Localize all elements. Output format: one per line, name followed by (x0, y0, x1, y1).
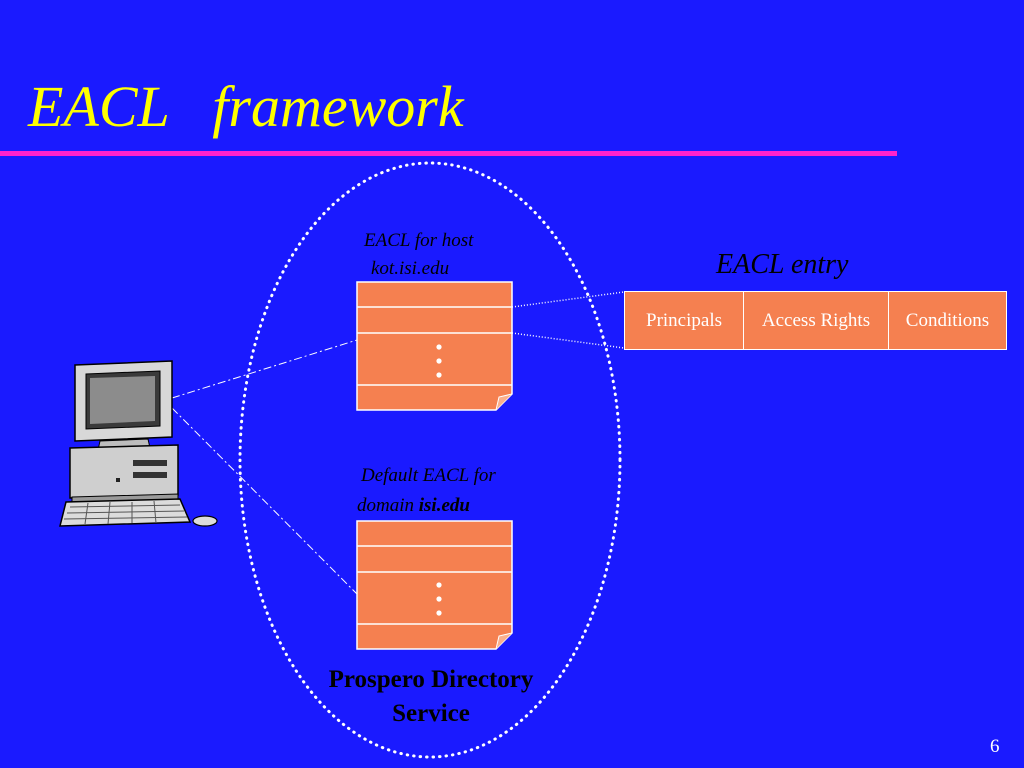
desktop-computer-icon (59, 360, 218, 527)
directory-service-label-line2: Service (392, 700, 470, 727)
title-underline (0, 151, 897, 156)
connector-default-eacl (171, 407, 358, 595)
vertical-ellipsis-icon (436, 582, 442, 616)
default-eacl-document (356, 520, 513, 650)
host-eacl-document (356, 281, 513, 411)
computer-connectors (171, 339, 358, 595)
entry-cell-principals: Principals (625, 292, 744, 349)
directory-service-boundary (238, 161, 622, 759)
host-eacl-label-line2: kot.isi.edu (371, 258, 450, 279)
entry-cell-access-rights: Access Rights (744, 292, 889, 349)
default-eacl-domain-prefix: domain (357, 495, 414, 516)
host-eacl-label-line1: EACL for host (364, 230, 474, 251)
entry-cell-conditions: Conditions (905, 309, 990, 331)
directory-service-label: Prospero Directory Service (300, 663, 562, 731)
default-eacl-domain-name: isi.edu (418, 495, 470, 516)
directory-service-label-line1: Prospero Directory (328, 666, 534, 693)
eacl-entry-table: Principals Access Rights Conditions (624, 291, 1007, 350)
default-eacl-label-line1: Default EACL for (361, 465, 496, 486)
slide-title: EACL framework (28, 74, 464, 139)
slide-number: 6 (990, 736, 1000, 757)
vertical-ellipsis-icon (436, 344, 442, 378)
connector-entry-top (511, 291, 625, 308)
entry-connectors (511, 291, 625, 349)
connector-host-eacl (171, 339, 358, 399)
connector-entry-bottom (511, 332, 625, 349)
default-eacl-label-line2: domain isi.edu (357, 496, 470, 515)
eacl-entry-title: EACL entry (716, 249, 849, 280)
